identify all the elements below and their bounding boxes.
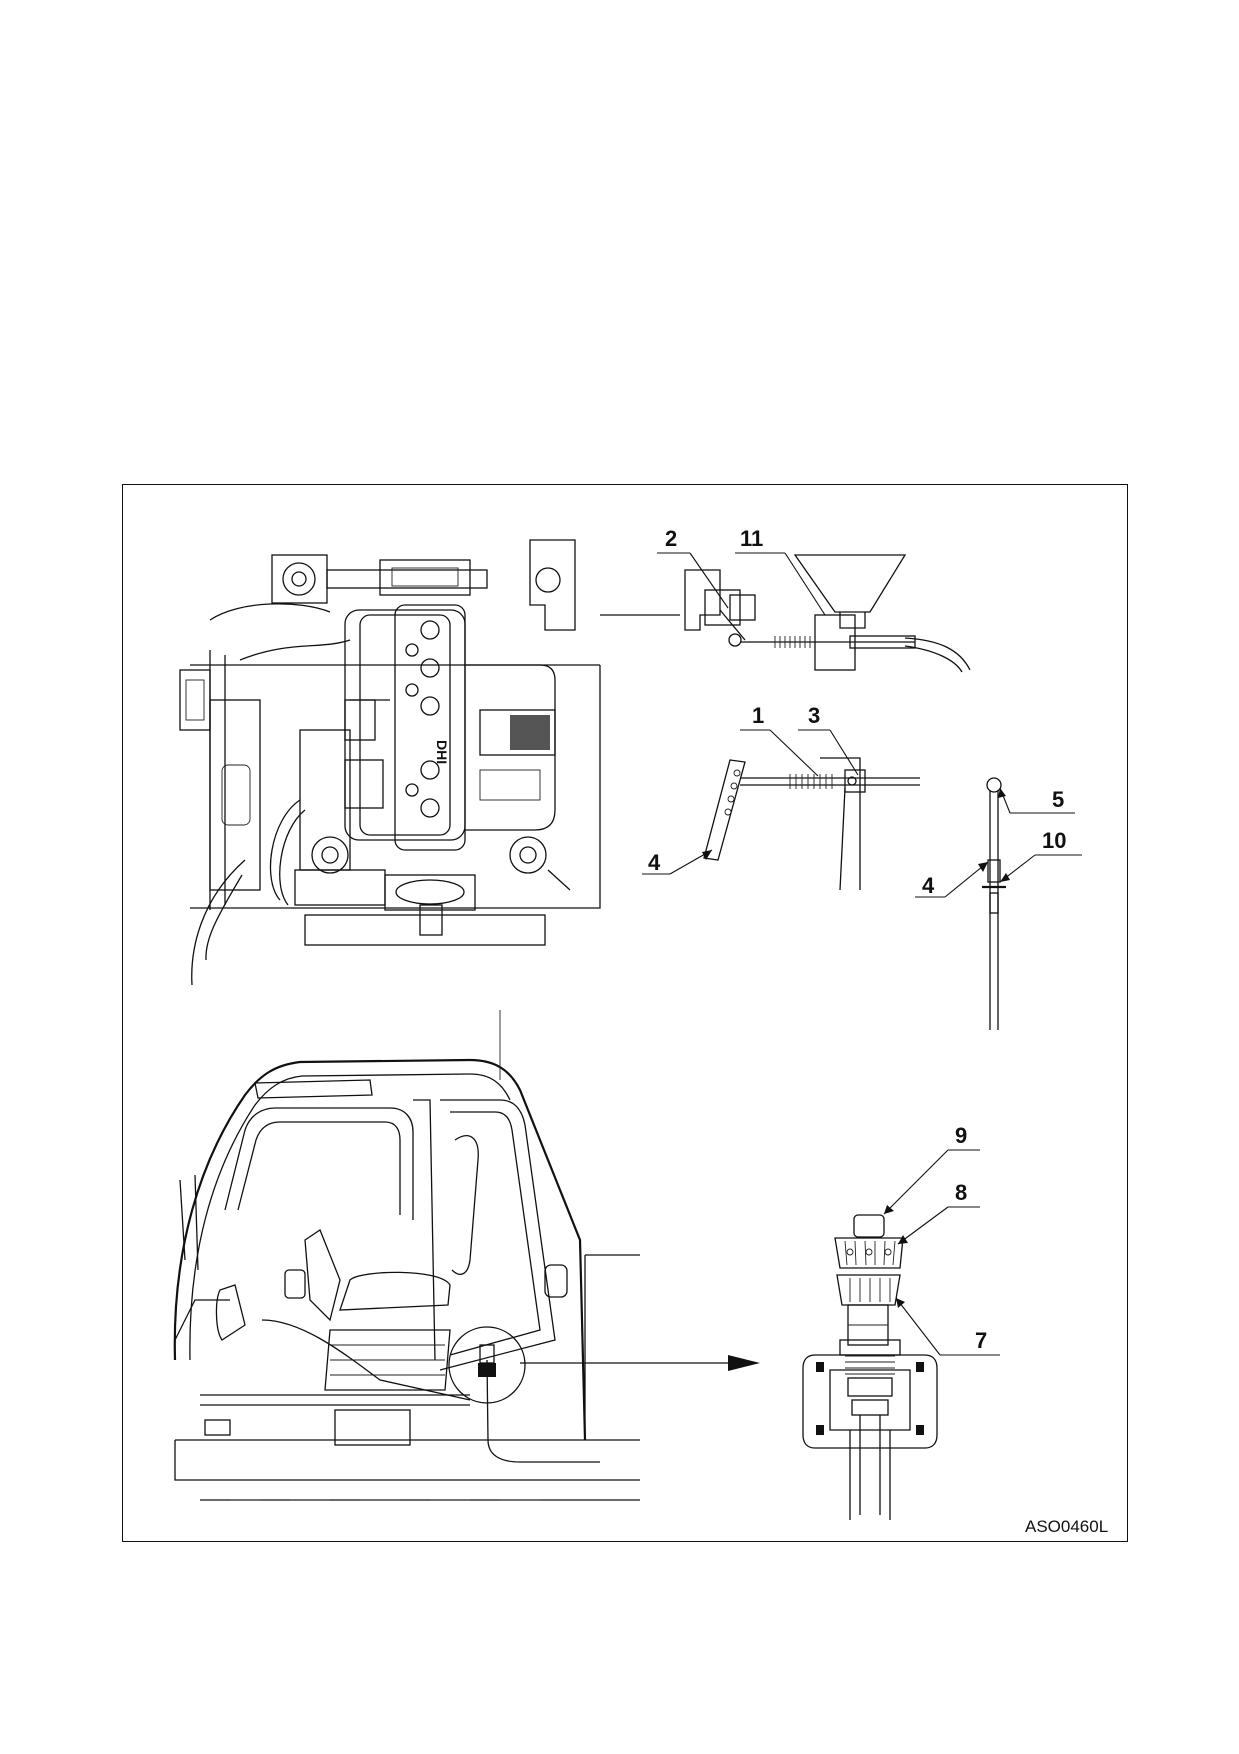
throttle-rod-detail: 1 3 4 <box>642 703 920 891</box>
callout-5: 5 <box>1052 787 1064 812</box>
callout-4-right: 4 <box>922 873 935 898</box>
callout-9: 9 <box>955 1123 967 1148</box>
cab-side-view <box>173 1010 760 1501</box>
callout-4-left: 4 <box>648 850 661 875</box>
callout-8: 8 <box>955 1180 967 1205</box>
callout-2: 2 <box>665 526 677 551</box>
callout-11: 11 <box>740 526 763 551</box>
engine-top-view: DHI <box>179 539 680 986</box>
engine-cylinder-head: DHI <box>394 604 466 851</box>
engine-speed-knob-detail: 9 8 7 <box>802 1123 1000 1520</box>
callout-10: 10 <box>1042 828 1066 853</box>
callout-1: 1 <box>752 703 764 728</box>
engine-block-marking: DHI <box>434 740 450 764</box>
callout-3: 3 <box>808 703 820 728</box>
drawing-code: ASO0460L <box>1025 1517 1108 1536</box>
vertical-cable-detail: 5 10 4 <box>915 777 1082 1030</box>
injection-pump-linkage-detail: 2 11 <box>657 526 971 673</box>
figure-frame <box>122 484 1128 1542</box>
callout-7: 7 <box>975 1328 987 1353</box>
